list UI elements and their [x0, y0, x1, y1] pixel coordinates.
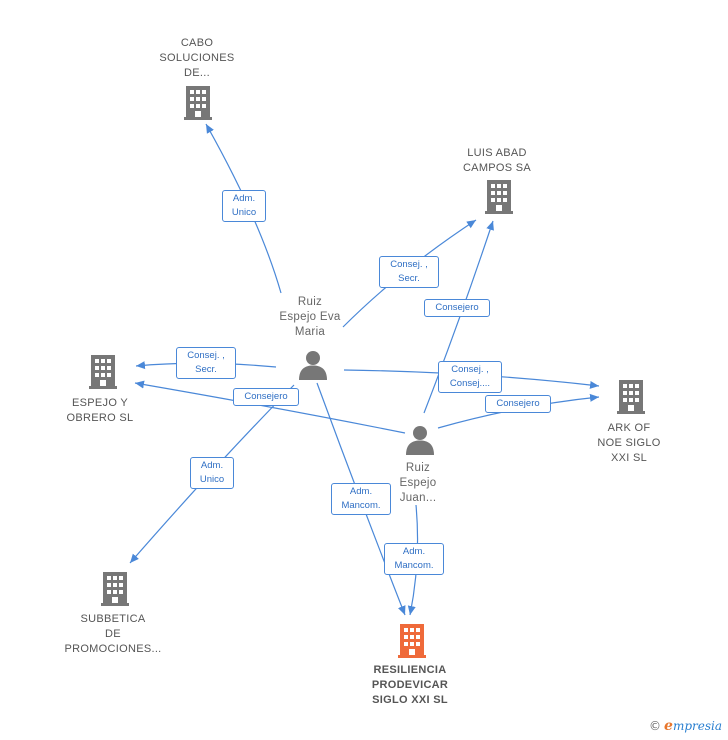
label-line: DE: [105, 628, 121, 640]
edge-label-line: Adm.: [232, 193, 256, 204]
edge-label-line: Adm.: [349, 486, 373, 497]
company-icon-subbetica[interactable]: [101, 572, 129, 606]
edge-label-eva-luis[interactable]: Consej. , Secr.: [379, 256, 439, 288]
edge-label-line: Unico: [231, 207, 257, 218]
label-line: PROMOCIONES...: [64, 643, 162, 655]
company-label-espejo-obrero[interactable]: ESPEJO Y OBRERO SL: [50, 396, 150, 426]
label-line: ARK OF: [607, 422, 651, 434]
edge-label-line: Consejero: [496, 398, 540, 409]
person-icon-juan[interactable]: [406, 426, 434, 455]
label-line: XXI SL: [610, 452, 648, 464]
edge-label-line: Consejero: [435, 302, 479, 313]
person-icon-eva[interactable]: [299, 351, 327, 380]
company-label-subbetica[interactable]: SUBBETICA DE PROMOCIONES...: [53, 612, 173, 657]
edge-label-line: Secr.: [398, 273, 420, 284]
edge-label-juan-luis[interactable]: Consejero: [424, 299, 490, 317]
label-line: Maria: [294, 326, 326, 338]
copyright-symbol: ©: [649, 719, 662, 733]
edge-label-line: Consej....: [449, 378, 491, 389]
company-label-resiliencia[interactable]: RESILIENCIA PRODEVICAR SIGLO XXI SL: [350, 663, 470, 708]
company-label-ark-of-noe[interactable]: ARK OF NOE SIGLO XXI SL: [579, 421, 679, 466]
edge-label-line: Unico: [199, 474, 225, 485]
company-icon-cabo[interactable]: [184, 86, 212, 120]
label-line: SIGLO XXI SL: [372, 694, 448, 706]
edge-label-line: Consej. ,: [187, 350, 225, 361]
label-line: CAMPOS SA: [462, 162, 532, 174]
edge-label-line: Consej. ,: [451, 364, 489, 375]
label-line: PRODEVICAR: [371, 679, 449, 691]
company-icon-luis-abad[interactable]: [485, 180, 513, 214]
label-line: SOLUCIONES: [159, 52, 235, 64]
brand-initial: e: [664, 718, 673, 734]
label-line: SUBBETICA: [80, 613, 146, 625]
company-label-luis-abad[interactable]: LUIS ABAD CAMPOS SA: [447, 146, 547, 176]
edge-label-line: Secr.: [195, 364, 217, 375]
edge-label-line: Adm.: [402, 546, 426, 557]
label-line: RESILIENCIA: [373, 664, 447, 676]
person-label-eva[interactable]: Ruiz Espejo Eva Maria: [260, 295, 360, 340]
label-line: Juan...: [399, 492, 437, 504]
edge-label-eva-subbetica[interactable]: Adm. Unico: [190, 457, 234, 489]
label-line: LUIS ABAD: [467, 147, 527, 159]
edge-label-juan-espejo[interactable]: Consejero: [233, 388, 299, 406]
empresia-watermark: ©empresia: [649, 718, 722, 734]
nodes: [89, 86, 645, 658]
company-icon-resiliencia[interactable]: [398, 624, 426, 658]
edge-label-line: Mancom.: [394, 560, 434, 571]
company-icon-ark-of-noe[interactable]: [617, 380, 645, 414]
label-line: Espejo Eva: [279, 311, 341, 323]
edge-label-juan-ark[interactable]: Consejero: [485, 395, 551, 413]
edge-label-eva-espejo[interactable]: Consej. , Secr.: [176, 347, 236, 379]
edge-label-eva-ark[interactable]: Consej. , Consej....: [438, 361, 502, 393]
edge-juan-luis: [423, 220, 494, 414]
label-line: ESPEJO Y: [72, 397, 128, 409]
company-icon-espejo-obrero[interactable]: [89, 355, 117, 389]
label-line: CABO: [180, 37, 214, 49]
label-line: NOE SIGLO: [597, 437, 661, 449]
edge-label-line: Consejero: [244, 391, 288, 402]
edge-juan-espejo: [134, 380, 406, 434]
label-line: Ruiz: [405, 462, 431, 474]
edge-label-line: Consej. ,: [390, 259, 428, 270]
label-line: Espejo: [399, 477, 437, 489]
edge-label-line: Adm.: [200, 460, 224, 471]
company-label-cabo[interactable]: CABO SOLUCIONES DE...: [147, 36, 247, 81]
label-line: DE...: [184, 67, 210, 79]
edge-label-juan-resiliencia[interactable]: Adm. Mancom.: [384, 543, 444, 575]
edge-label-eva-resiliencia[interactable]: Adm. Mancom.: [331, 483, 391, 515]
edge-label-eva-cabo[interactable]: Adm. Unico: [222, 190, 266, 222]
brand-name: mpresia: [672, 719, 722, 733]
label-line: OBRERO SL: [66, 412, 134, 424]
label-line: Ruiz: [297, 296, 323, 308]
person-label-juan[interactable]: Ruiz Espejo Juan...: [368, 461, 468, 506]
edge-label-line: Mancom.: [341, 500, 381, 511]
